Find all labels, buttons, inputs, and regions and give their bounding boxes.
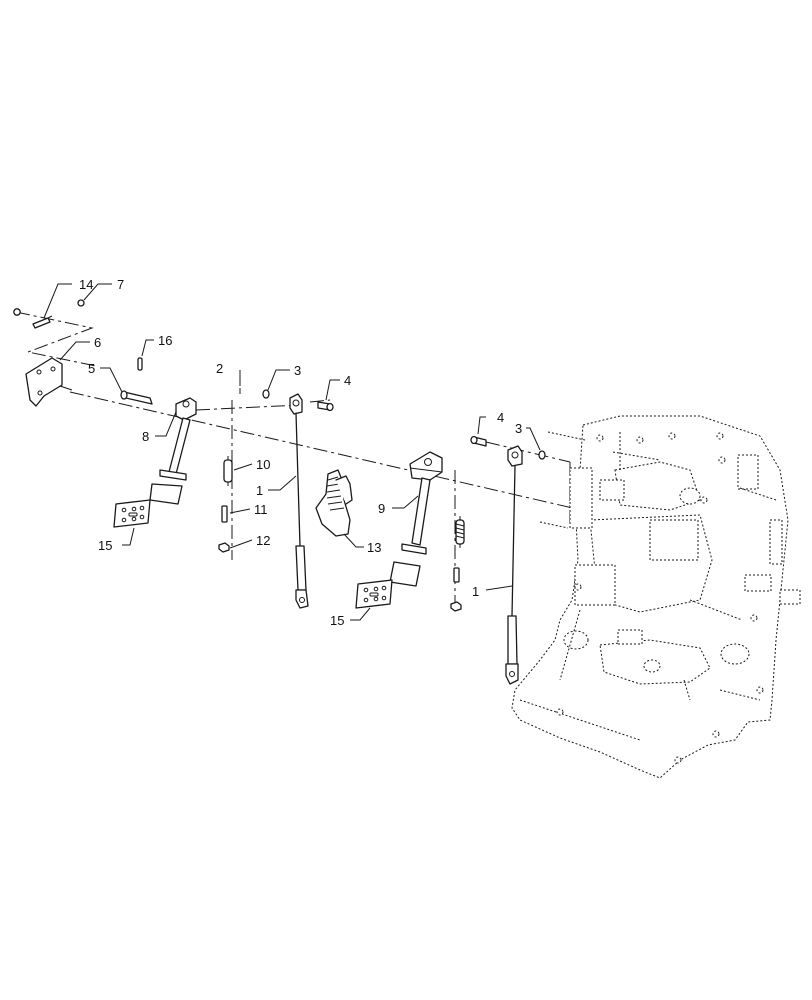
callout-4-right: 4 [497, 410, 504, 425]
callout-3-left: 3 [294, 363, 301, 378]
callout-15-left: 15 [98, 538, 112, 553]
part-bolt-4-left [317, 401, 334, 412]
part-pedal-arm-8 [149, 397, 197, 505]
callout-15-right: 15 [330, 613, 344, 628]
callout-11: 11 [254, 502, 268, 517]
callout-5: 5 [88, 361, 95, 376]
part-nut-12 [218, 542, 230, 553]
part-spring-10 [223, 456, 233, 486]
part-rod-1-left [289, 393, 309, 609]
callout-10: 10 [256, 457, 270, 472]
part-pedal-arm-9 [389, 451, 443, 587]
leader-lines [43, 283, 541, 621]
callout-1-right: 1 [472, 584, 479, 599]
part-pin-2-washer-3 [239, 388, 270, 399]
part-boot-13 [315, 469, 353, 537]
cab-frame [511, 415, 801, 779]
callout-9: 9 [378, 501, 385, 516]
callout-labels: 14 7 6 16 5 2 3 4 8 10 1 11 12 15 13 9 1… [79, 277, 522, 628]
callout-14: 14 [79, 277, 93, 292]
callout-3-right: 3 [515, 421, 522, 436]
part-pedal-pad-15-right [355, 579, 393, 609]
callout-7: 7 [117, 277, 124, 292]
callout-2: 2 [216, 361, 223, 376]
callout-16: 16 [158, 333, 172, 348]
callout-1-left: 1 [256, 483, 263, 498]
callout-12: 12 [256, 533, 270, 548]
part-washer-3-right [538, 450, 546, 460]
callout-6: 6 [94, 335, 101, 350]
part-roll-pin-16 [137, 357, 143, 371]
part-bolt-11 [221, 505, 228, 523]
part-shaft-5 [120, 390, 153, 405]
part-pedal-pad-15-left [113, 499, 151, 528]
part-rod-1-right [505, 445, 523, 685]
part-pin-14 [32, 315, 53, 329]
part-bracket-6 [25, 357, 73, 407]
callout-8: 8 [142, 429, 149, 444]
part-nut-14-7 [13, 299, 85, 316]
part-bolt-4-right [470, 435, 487, 447]
part-spring-right [450, 516, 465, 612]
callout-13: 13 [367, 540, 381, 555]
callout-4-left: 4 [344, 373, 351, 388]
